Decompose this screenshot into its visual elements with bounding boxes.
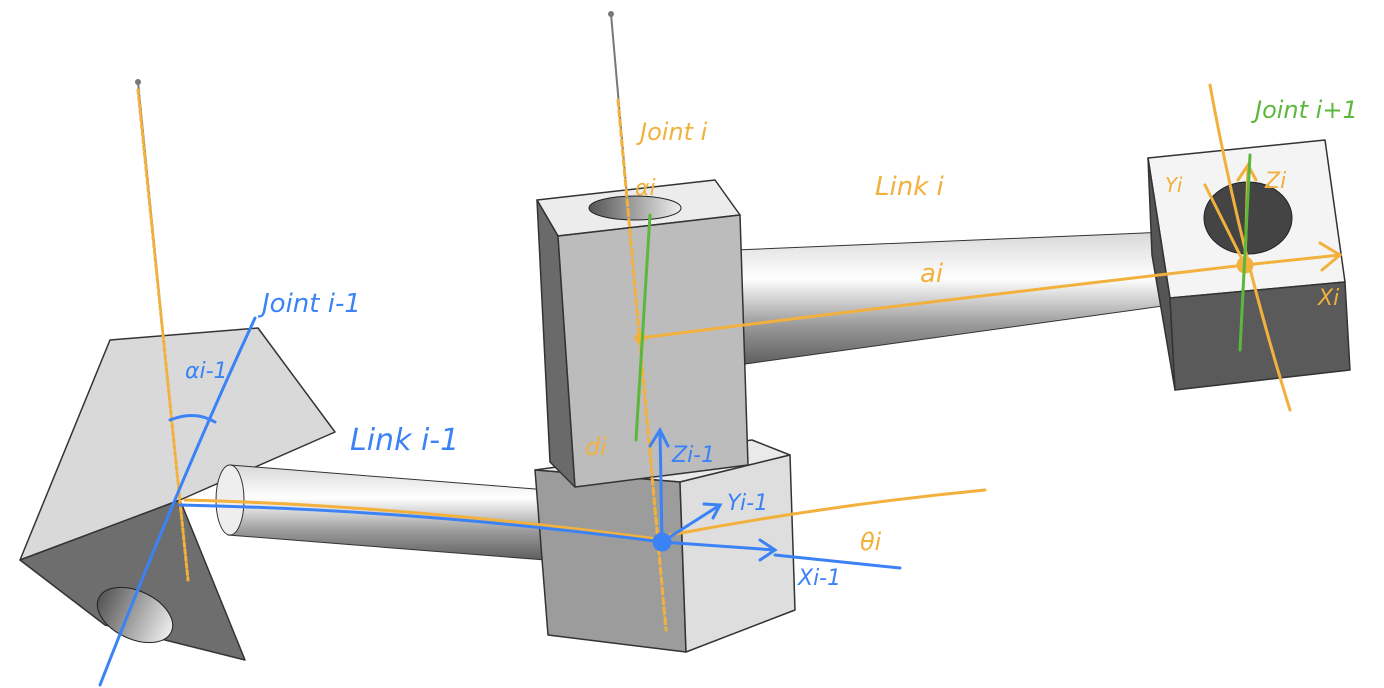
label-theta-i: θi: [860, 528, 882, 556]
label-joint-i-minus-1: Joint i-1: [257, 289, 361, 319]
joint-i-plus-1-axis: [634, 153, 1252, 442]
label-alpha-i-minus-1: αi-1: [185, 359, 228, 384]
label-alpha-i: αi: [635, 176, 656, 201]
label-link-i: Link i: [875, 172, 945, 202]
label-x-i-minus-1: Xi-1: [797, 566, 841, 591]
frame-i-minus-1-annotations: [98, 316, 902, 687]
label-link-i-minus-1: Link i-1: [350, 423, 459, 458]
label-y-i: Yi: [1165, 173, 1183, 197]
label-d-i: di: [585, 433, 607, 461]
frame-i-annotations: [136, 83, 1343, 632]
label-z-i: Zi: [1264, 169, 1286, 194]
label-z-i-minus-1: Zi-1: [671, 443, 715, 468]
link-i-minus-1-left-block: [19, 327, 336, 661]
joint-i-upper-block: [536, 179, 749, 488]
label-joint-i-plus-1: Joint i+1: [1251, 96, 1358, 124]
label-y-i-minus-1: Yi-1: [727, 491, 768, 516]
label-a-i: ai: [920, 259, 944, 289]
label-joint-i: Joint i: [636, 118, 708, 146]
label-x-i: Xi: [1317, 286, 1339, 311]
